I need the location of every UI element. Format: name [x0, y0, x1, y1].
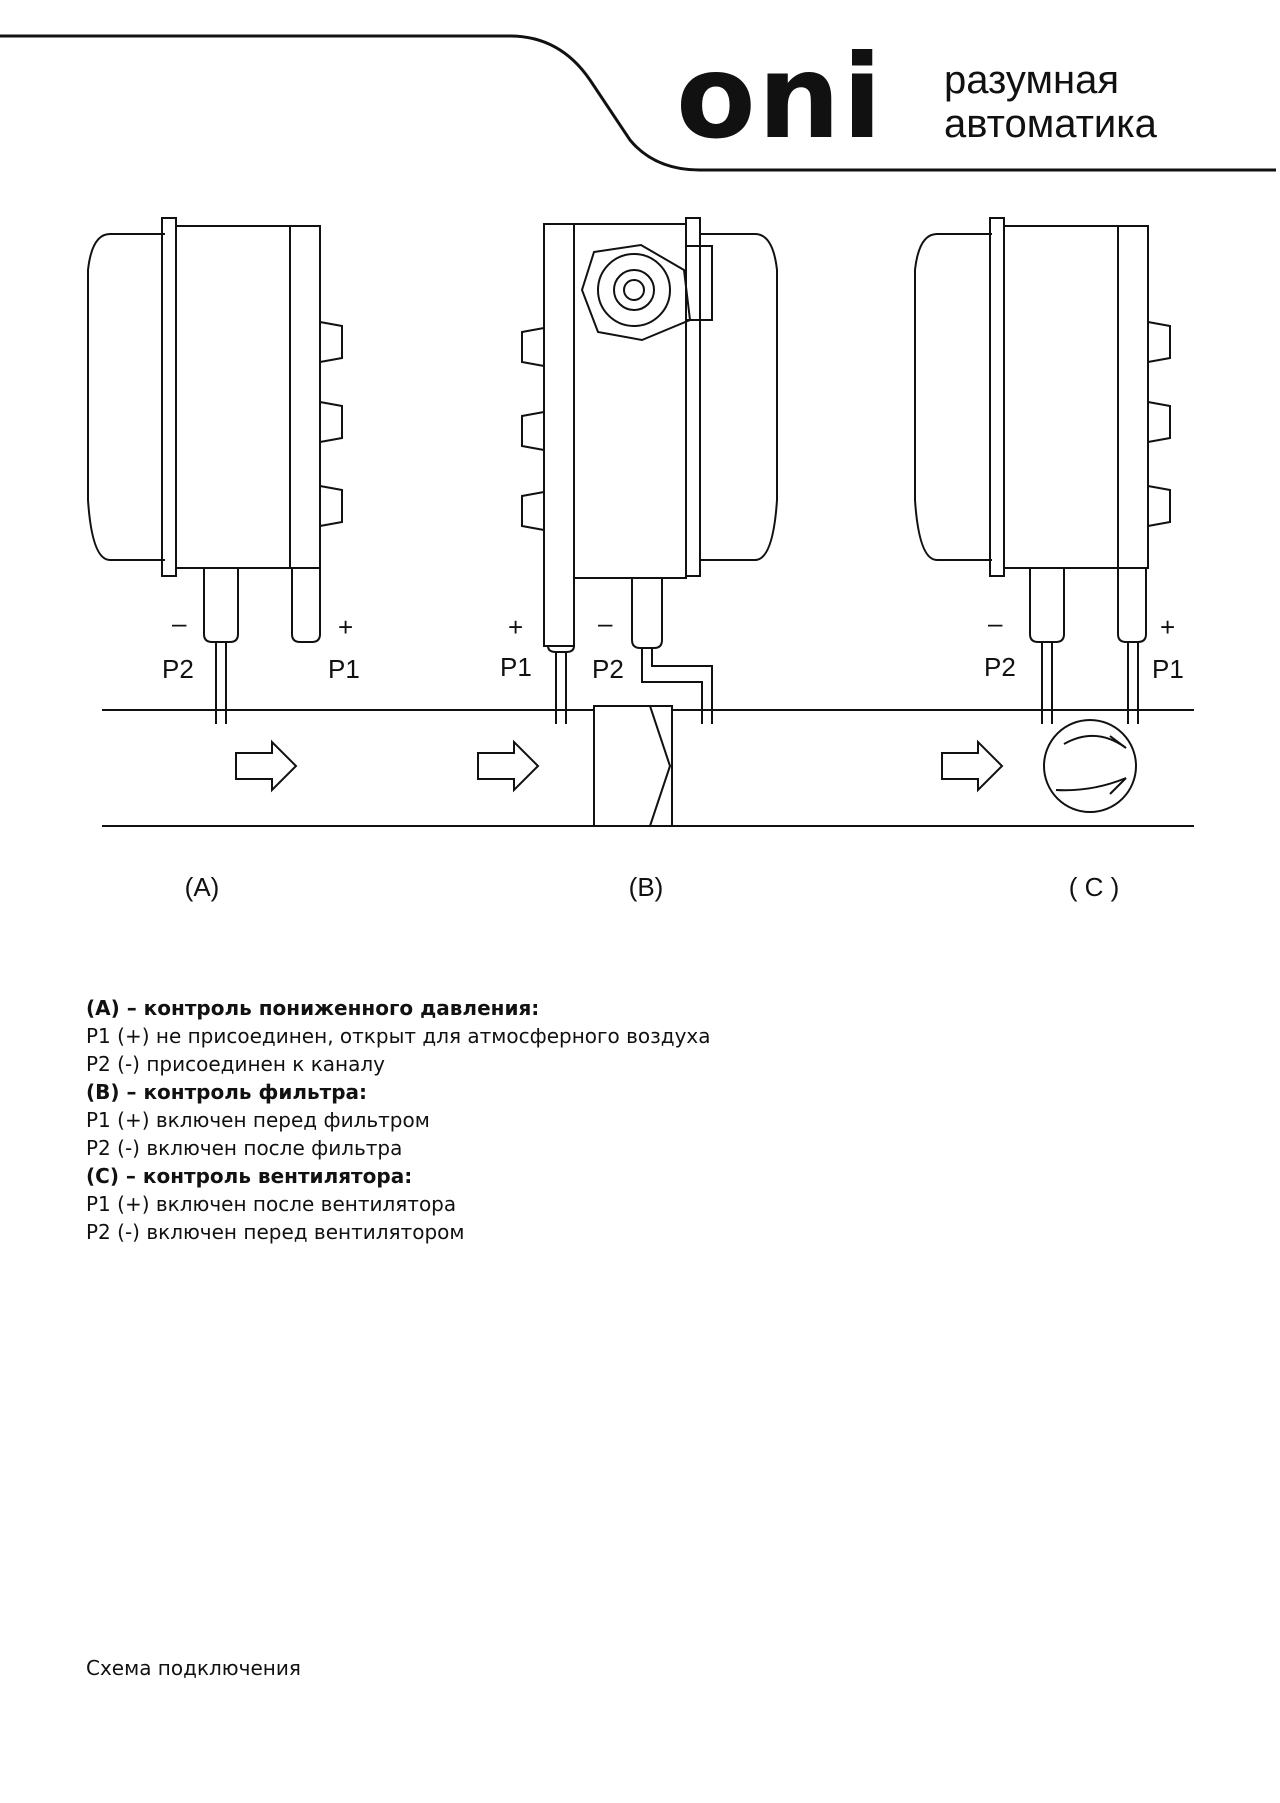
device-b — [521, 217, 778, 827]
flow-arrow-icon — [477, 739, 540, 793]
description-line: P1 (+) не присоединен, открыт для атмосф… — [86, 1024, 711, 1048]
diagram-svg: – + P2 P1 + – P1 P2 – + P2 P1 (A) (B) ( … — [87, 217, 1194, 902]
description-line: P2 (-) присоединен к каналу — [86, 1052, 385, 1076]
air-duct — [102, 709, 1194, 827]
description-line: P1 (+) включен перед фильтром — [86, 1108, 430, 1132]
tagline-line-2: автоматика — [944, 102, 1157, 146]
flow-arrow-icon — [235, 739, 298, 793]
header-curve — [0, 34, 1276, 172]
port-label-c-right: P1 — [1152, 654, 1184, 684]
brand-logo: oni — [676, 30, 885, 165]
device-a — [87, 217, 343, 724]
port-label-c-left: P2 — [984, 652, 1016, 682]
plus-sign-c: + — [1160, 612, 1175, 642]
heading-b: (B) – контроль фильтра: — [86, 1080, 368, 1104]
port-label-b-left: P1 — [500, 652, 532, 682]
brand-tagline: разумная автоматика — [944, 58, 1157, 146]
page-header: oni разумная автоматика — [0, 0, 1280, 180]
plus-sign-b: + — [508, 612, 523, 642]
description-line: P2 (-) включен перед вентилятором — [86, 1220, 465, 1244]
caption-c: ( C ) — [1069, 872, 1120, 902]
caption-a: (A) — [185, 872, 220, 902]
minus-sign-c: – — [988, 608, 1003, 638]
flow-arrow-icon — [941, 739, 1004, 793]
tagline-line-1: разумная — [944, 58, 1119, 102]
plus-sign-a: + — [338, 612, 353, 642]
port-label-a-right: P1 — [328, 654, 360, 684]
minus-sign-a: – — [172, 608, 187, 638]
description-block: (A) – контроль пониженного давления: P1 … — [86, 994, 1186, 1246]
device-c — [914, 217, 1171, 813]
caption-b: (B) — [629, 872, 664, 902]
minus-sign-b: – — [598, 608, 613, 638]
connection-diagram: – + P2 P1 + – P1 P2 – + P2 P1 (A) (B) ( … — [0, 200, 1280, 920]
heading-a: (A) – контроль пониженного давления: — [86, 996, 540, 1020]
diagram-title: Схема подключения — [86, 1656, 301, 1680]
port-label-a-left: P2 — [162, 654, 194, 684]
description-line: P1 (+) включен после вентилятора — [86, 1192, 457, 1216]
heading-c: (C) – контроль вентилятора: — [86, 1164, 413, 1188]
description-line: P2 (-) включен после фильтра — [86, 1136, 403, 1160]
port-label-b-right: P2 — [592, 654, 624, 684]
